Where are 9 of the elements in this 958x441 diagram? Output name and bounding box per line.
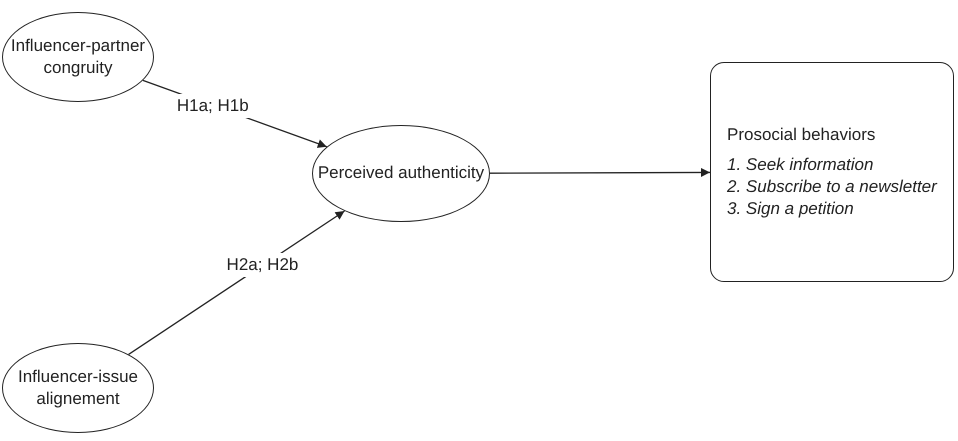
list-item: 2. Subscribe to a newsletter <box>727 176 937 198</box>
list-item: 3. Sign a petition <box>727 198 854 220</box>
outcome-box <box>710 62 954 282</box>
node-label: Perceived authenticity <box>318 162 484 184</box>
list-item: 1. Seek information <box>727 154 874 176</box>
arrow <box>490 168 710 177</box>
node-label: Influencer-issue alignement <box>16 366 139 410</box>
node-label: Influencer-partner congruity <box>10 34 146 79</box>
box-heading: Prosocial behaviors <box>727 124 876 146</box>
